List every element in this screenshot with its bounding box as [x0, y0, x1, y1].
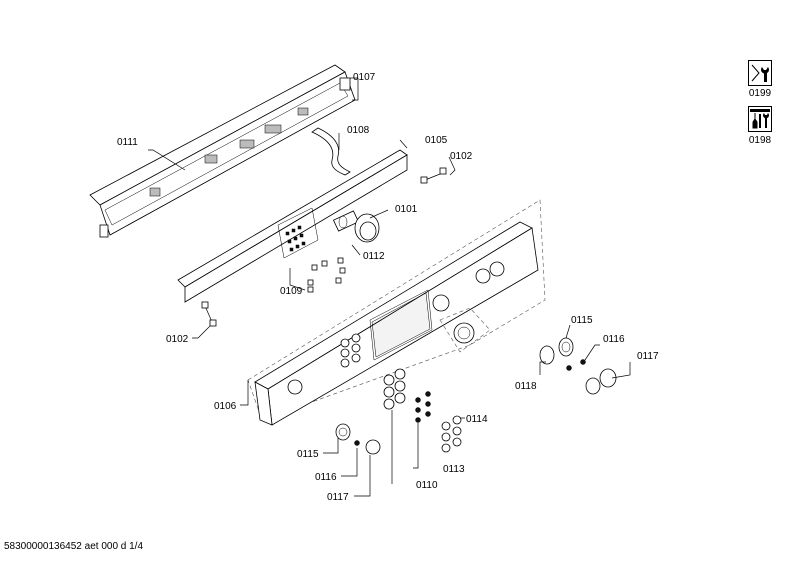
part-labels: 0107 0111 0108 0105 0102 0101 0112 0109 … [117, 72, 659, 503]
label-0112: 0112 [363, 251, 385, 262]
tools-icon-label: 0198 [748, 135, 772, 146]
seal-dots-part[interactable] [415, 391, 431, 423]
button-cap-part[interactable] [441, 415, 462, 453]
ribbon-cable-part[interactable] [311, 127, 351, 176]
label-0102-top: 0102 [450, 151, 473, 162]
encoder-knob-part[interactable] [332, 210, 380, 243]
knob-holder-part-right[interactable] [539, 337, 574, 365]
label-0117-left: 0117 [327, 492, 349, 503]
clip-part-right-2[interactable] [580, 359, 586, 365]
label-0109: 0109 [280, 286, 303, 297]
knob-holder-part-left[interactable] [335, 423, 351, 441]
label-0108: 0108 [347, 125, 370, 136]
tool-icon-label: 0199 [748, 88, 772, 99]
label-0107: 0107 [353, 72, 376, 83]
clip-part-right[interactable] [566, 365, 572, 371]
label-0118: 0118 [515, 381, 537, 392]
label-0117-right: 0117 [637, 351, 659, 362]
wrench-tool-icon[interactable] [748, 60, 772, 86]
knob-cap-part-right[interactable] [585, 368, 617, 395]
label-0116-left: 0116 [315, 472, 337, 483]
leader-lines [148, 77, 631, 497]
trim-bar-part[interactable] [89, 64, 356, 238]
knob-cap-part-left[interactable] [365, 439, 381, 455]
sensor-cable-part-top[interactable] [420, 167, 447, 184]
toolset-icon[interactable] [748, 106, 772, 132]
control-board-part[interactable] [177, 149, 408, 303]
label-0114: 0114 [466, 414, 488, 425]
front-panel-part[interactable] [247, 199, 546, 426]
label-0110: 0110 [416, 480, 438, 491]
button-cluster-part[interactable] [383, 368, 406, 410]
label-0115-left: 0115 [297, 449, 319, 460]
label-0113: 0113 [443, 464, 465, 475]
label-0111: 0111 [117, 137, 138, 148]
document-id: 58300000136452 aet 000 d 1/4 [4, 541, 144, 552]
label-0102-bottom: 0102 [166, 334, 189, 345]
label-0115-right: 0115 [571, 315, 593, 326]
label-0116-right: 0116 [603, 334, 625, 345]
label-0106: 0106 [214, 401, 237, 412]
label-0105: 0105 [425, 135, 448, 146]
clip-part-left[interactable] [354, 440, 360, 446]
label-0101: 0101 [395, 204, 418, 215]
sensor-cable-part-bottom[interactable] [201, 301, 217, 327]
light-pipe-part[interactable] [307, 257, 346, 293]
